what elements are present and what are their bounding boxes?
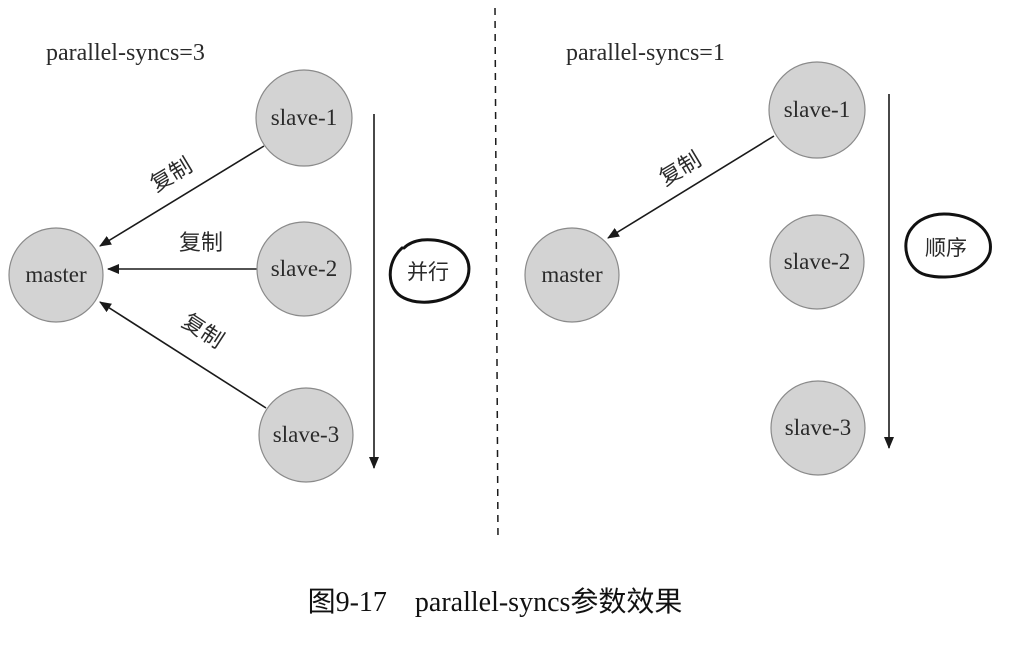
left-master-node: master [8, 227, 104, 323]
left-edge-label-3: 复制 [177, 309, 228, 354]
right-slave2-label: slave-2 [784, 249, 850, 274]
left-panel: parallel-syncs=3 复制 复制 复制 master slave-1… [8, 40, 471, 483]
right-slave1-node: slave-1 [768, 61, 866, 159]
left-slave1-node: slave-1 [255, 69, 353, 167]
right-slave3-label: slave-3 [785, 415, 851, 440]
left-master-label: master [25, 262, 87, 287]
panel-divider [494, 7, 499, 541]
left-slave1-label: slave-1 [271, 105, 337, 130]
right-panel-heading: parallel-syncs=1 [566, 40, 725, 66]
right-slave3-node: slave-3 [770, 380, 866, 476]
right-master-node: master [524, 227, 620, 323]
left-mode-label: 并行 [407, 260, 449, 284]
figure-caption: 图9-17 parallel-syncs参数效果 [308, 586, 683, 618]
left-arrow-slave3-to-master [99, 301, 267, 409]
left-slave3-node: slave-3 [258, 387, 354, 483]
left-slave2-node: slave-2 [256, 221, 352, 317]
left-slave3-label: slave-3 [273, 422, 339, 447]
left-slave2-label: slave-2 [271, 256, 337, 281]
right-master-label: master [541, 262, 603, 287]
right-edge-label-1: 复制 [655, 147, 706, 191]
left-mode-badge: 并行 [388, 238, 471, 304]
right-slave1-label: slave-1 [784, 97, 850, 122]
left-edge-label-2: 复制 [179, 231, 223, 256]
left-arrow-slave1-to-master [99, 145, 265, 247]
right-mode-label: 顺序 [925, 236, 967, 260]
right-mode-badge: 顺序 [904, 212, 992, 279]
right-slave2-node: slave-2 [769, 214, 865, 310]
left-panel-heading: parallel-syncs=3 [46, 40, 205, 66]
right-arrow-slave1-to-master [607, 135, 775, 239]
right-panel: parallel-syncs=1 复制 master slave-1 slave… [524, 40, 992, 476]
